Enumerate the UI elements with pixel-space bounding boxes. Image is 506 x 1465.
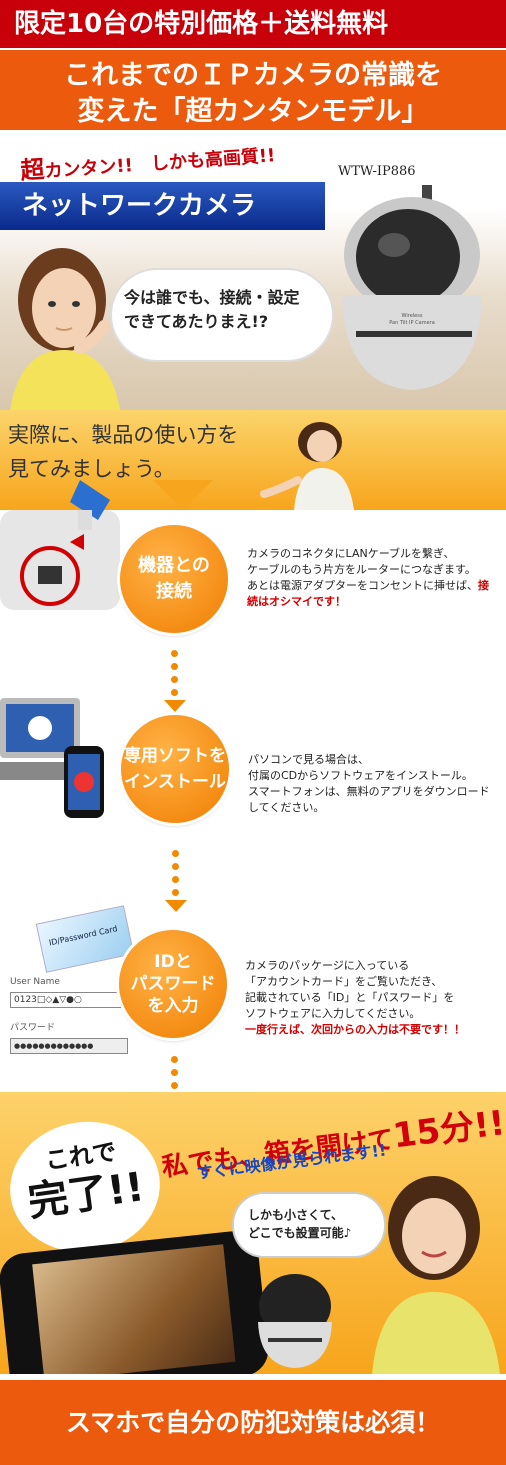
- hero-section: 超カンタン!! しかも高画質!! ネットワークカメラ WTW-IP886 今は誰…: [0, 130, 506, 410]
- step3-title-line3: を入力: [147, 996, 199, 1016]
- model-number: WTW-IP886: [338, 164, 416, 179]
- step3-desc-line3: 記載されている「ID」と「パスワード」を: [245, 991, 455, 1004]
- lead-easy: カンタン!!: [43, 155, 134, 183]
- step2-description: パソコンで見る場合は、 付属のCDからソフトウェアをインストール。 スマートフォ…: [248, 752, 498, 816]
- svg-text:Pan Tilt IP Camera: Pan Tilt IP Camera: [389, 320, 435, 326]
- ip-camera-image: Wireless Pan Tilt IP Camera: [342, 185, 482, 390]
- svg-text:Wireless: Wireless: [402, 313, 423, 319]
- step1-desc-line1: カメラのコネクタにLANケーブルを繋ぎ、: [247, 547, 455, 560]
- headline-banner: これまでのＩＰカメラの常識を 変えた「超カンタンモデル」: [0, 48, 506, 130]
- step1-circle: 機器との 接続: [120, 525, 228, 633]
- step3-title-line2: パスワード: [130, 974, 216, 994]
- id-card-label: ID/Password Card: [48, 924, 119, 948]
- smartphone-image: [0, 1228, 271, 1374]
- step1-description: カメラのコネクタにLANケーブルを繋ぎ、 ケーブルのもう片方をルーターにつなぎま…: [247, 546, 497, 610]
- username-field: 0123□◇▲▽●○: [10, 992, 128, 1008]
- hero-speech-bubble: 今は誰でも、接続・設定 できてあたりまえ!?: [112, 270, 332, 360]
- howto-line2: 見てみましょう。: [8, 457, 175, 481]
- footer-banner: スマホで自分の防犯対策は必須！: [0, 1380, 506, 1465]
- lan-connector-image: [0, 480, 120, 610]
- howto-line1: 実際に、製品の使い方を: [8, 423, 239, 447]
- step-connector-1: [164, 644, 186, 712]
- step1-title-line1: 機器との: [138, 555, 210, 576]
- finish-bubble-line2: どこでも設置可能♪: [248, 1226, 352, 1240]
- hero-lead: 超カンタン!! しかも高画質!!: [19, 133, 276, 186]
- step1-desc-line2: ケーブルのもう片方をルーターにつなぎます。: [247, 563, 476, 576]
- hero-title: ネットワークカメラ: [0, 182, 325, 230]
- bubble-line1: 今は誰でも、接続・設定: [124, 288, 300, 307]
- headline-line2: 変えた「超カンタンモデル」: [77, 96, 429, 127]
- step2-desc-line4: してください。: [248, 801, 325, 814]
- step3-desc-line2: 「アカウントカード」をご覧いただき、: [245, 975, 443, 988]
- step3-desc-line4: ソフトウェアに入力してください。: [245, 1007, 421, 1020]
- guide-woman-photo: [260, 422, 354, 510]
- finish-speech-bubble: しかも小さくて、 どこでも設置可能♪: [234, 1194, 384, 1256]
- step3-title-line1: IDと: [154, 952, 192, 972]
- step2-title-line1: 専用ソフトを: [124, 746, 226, 766]
- step1-desc-line3: あとは電源アダプターをコンセントに挿せば、: [247, 579, 478, 592]
- small-camera-image: [258, 1274, 332, 1368]
- step3-desc-emph: 一度行えば、次回からの入力は不要です！！: [245, 1023, 465, 1036]
- step3-description: カメラのパッケージに入っている 「アカウントカード」をご覧いただき、 記載されて…: [245, 958, 495, 1038]
- promo-banner: 限定10台の特別価格＋送料無料: [0, 0, 506, 48]
- laptop-phone-image: [0, 698, 104, 818]
- step2-title-line2: インストール: [124, 772, 226, 792]
- bubble-line2: できてあたりまえ!?: [124, 312, 269, 331]
- woman-photo: [10, 248, 120, 410]
- finish-bubble-line1: しかも小さくて、: [248, 1208, 344, 1222]
- step2-circle: 専用ソフトを インストール: [121, 715, 229, 823]
- password-label: パスワード: [10, 1023, 56, 1033]
- lead-quality: しかも高画質!!: [150, 145, 276, 175]
- step3-desc-line1: カメラのパッケージに入っている: [245, 959, 410, 972]
- step2-desc-line2: 付属のCDからソフトウェアをインストール。: [248, 769, 473, 782]
- step2-desc-line3: スマートフォンは、無料のアプリをダウンロード: [248, 785, 490, 798]
- id-card-image: ID/Password Card: [35, 905, 135, 973]
- done-badge: これで 完了!!: [1, 1112, 169, 1262]
- step2-desc-line1: パソコンで見る場合は、: [248, 753, 369, 766]
- smiling-woman-photo: [372, 1176, 500, 1374]
- headline-line1: これまでのＩＰカメラの常識を: [64, 60, 442, 91]
- step1-title-line2: 接続: [155, 581, 192, 602]
- password-field: ●●●●●●●●●●●●●: [10, 1038, 128, 1054]
- username-label: User Name: [10, 977, 60, 987]
- step1-desc-emph2: 続はオシマイです！: [247, 595, 346, 608]
- howto-text: 実際に、製品の使い方を 見てみましょう。: [8, 418, 238, 486]
- slogan-big: 15分!!: [390, 1103, 506, 1157]
- finish-section: これで 完了!! 私でも、箱を開けて15分!! すぐに映像が見られます!! しか…: [0, 1092, 506, 1374]
- step-connector-2: [165, 844, 187, 912]
- howto-arrow: [153, 480, 213, 510]
- step3-circle: IDと パスワード を入力: [119, 930, 227, 1038]
- step1-desc-emph1: 接: [478, 579, 489, 592]
- lead-super: 超: [19, 155, 46, 185]
